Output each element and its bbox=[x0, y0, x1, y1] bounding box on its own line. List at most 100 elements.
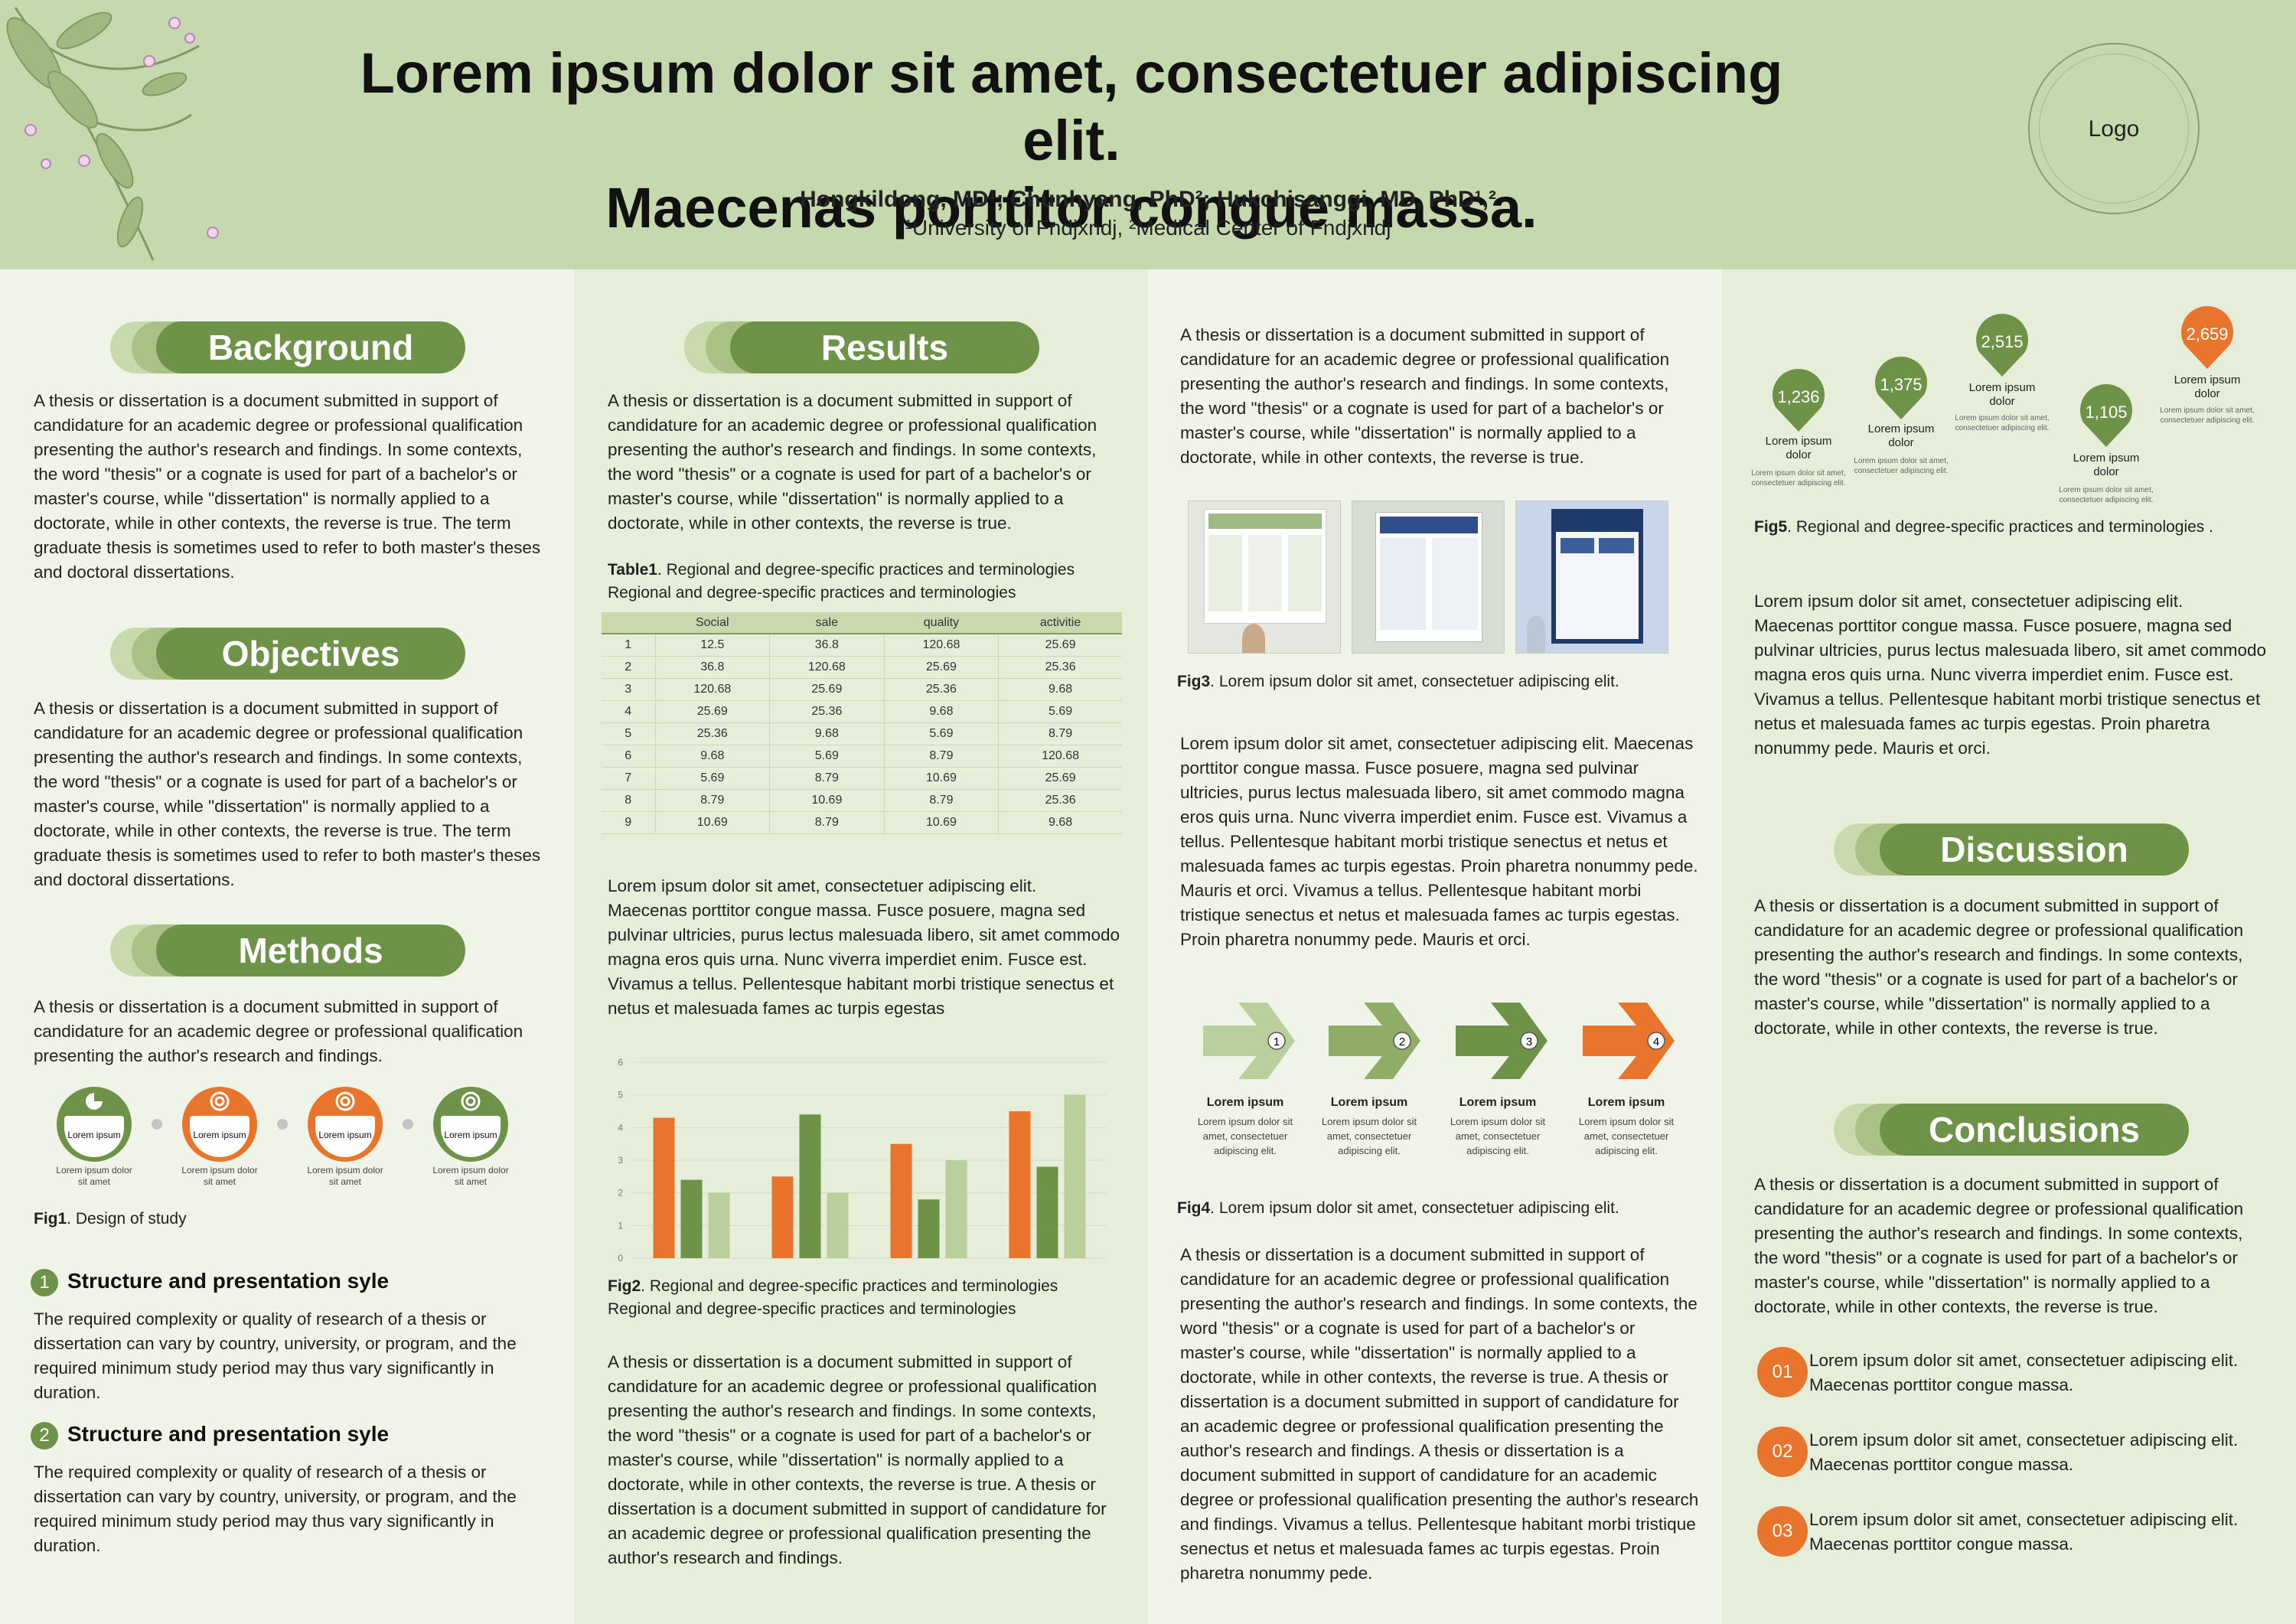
table-row-number: 5 bbox=[602, 722, 655, 745]
bubble-5-label: Lorem ipsum dolor bbox=[2174, 373, 2241, 400]
step-2-sub: Lorem ipsum dolor sit amet bbox=[181, 1165, 258, 1187]
table-cell: 9.68 bbox=[769, 722, 885, 745]
arrow-number: 1 bbox=[1274, 1035, 1280, 1048]
table-cell: 25.36 bbox=[654, 722, 770, 745]
fig3-caption: Fig3. Lorem ipsum dolor sit amet, consec… bbox=[1177, 673, 1619, 690]
background-text: A thesis or dissertation is a document s… bbox=[34, 391, 541, 582]
bar-cat4-series2 bbox=[1036, 1166, 1058, 1258]
table-cell: 120.68 bbox=[883, 634, 999, 657]
bubble-pin bbox=[2080, 384, 2132, 447]
conclusion-item-2-text: Lorem ipsum dolor sit amet, consectetuer… bbox=[1809, 1430, 2239, 1474]
conclusion-item-2-number: 02 bbox=[1757, 1427, 1808, 1477]
step-2-label: Lorem ipsum bbox=[193, 1130, 246, 1140]
table-cell: 25.69 bbox=[654, 700, 770, 723]
fig5-caption: Fig5. Regional and degree-specific pract… bbox=[1754, 518, 2213, 536]
step-4-label: Lorem ipsum bbox=[444, 1130, 497, 1140]
table-cell: 8.79 bbox=[883, 789, 999, 812]
col3-text-2: Lorem ipsum dolor sit amet, consectetuer… bbox=[1180, 734, 1698, 949]
fig4-caption: Fig4. Lorem ipsum dolor sit amet, consec… bbox=[1177, 1199, 1619, 1217]
background-heading: Background bbox=[110, 321, 465, 373]
step-connector-dot bbox=[277, 1119, 288, 1130]
arrow-shape bbox=[1329, 1003, 1420, 1079]
bar-cat1-series2 bbox=[680, 1179, 703, 1258]
structure-1-text: The required complexity or quality of re… bbox=[34, 1309, 517, 1402]
y-tick-label: 4 bbox=[618, 1122, 623, 1133]
step-3-sub: Lorem ipsum dolor sit amet bbox=[307, 1165, 383, 1187]
discussion-text: A thesis or dissertation is a document s… bbox=[1754, 896, 2244, 1038]
bubble-marker-5: 2,659 bbox=[2181, 306, 2233, 369]
column-3-bg bbox=[1148, 269, 1722, 1624]
arrow-1-label: Lorem ipsum bbox=[1206, 1096, 1284, 1109]
y-tick-label: 6 bbox=[618, 1057, 623, 1068]
table-row-number: 7 bbox=[602, 767, 655, 790]
bar-cat2-series3 bbox=[827, 1192, 849, 1258]
poster-thumbnail-2 bbox=[1352, 501, 1505, 654]
arrow-2-label: Lorem ipsum bbox=[1330, 1096, 1408, 1109]
table-cell: 10.69 bbox=[883, 767, 999, 790]
table-row-number: 9 bbox=[602, 811, 655, 834]
bubble-value: 1,375 bbox=[1880, 375, 1922, 394]
step-1-label: Lorem ipsum bbox=[67, 1130, 121, 1140]
arrow-number: 4 bbox=[1653, 1035, 1659, 1048]
results-heading: Results bbox=[684, 321, 1039, 373]
bubble-value: 1,236 bbox=[1777, 387, 1819, 406]
target-icon bbox=[461, 1091, 481, 1111]
column-4-bg bbox=[1722, 269, 2296, 1624]
table1-caption: Table1. Regional and degree-specific pra… bbox=[608, 561, 1075, 602]
table-cell: 8.79 bbox=[769, 811, 885, 834]
table-cell: 10.69 bbox=[883, 811, 999, 834]
bubble-3-label: Lorem ipsum dolor bbox=[1968, 381, 2036, 408]
step-4-sub: Lorem ipsum dolor sit amet bbox=[432, 1165, 509, 1187]
bubble-3-sub: Lorem ipsum dolor sit amet, consectetuer… bbox=[1955, 414, 2050, 432]
results-text: A thesis or dissertation is a document s… bbox=[608, 391, 1097, 533]
table-cell: 9.68 bbox=[654, 745, 770, 768]
logo-ring bbox=[2028, 43, 2200, 214]
arrow-1-sub: Lorem ipsum dolor sit amet, consectetuer… bbox=[1197, 1116, 1293, 1156]
arrow-number-circle bbox=[1647, 1032, 1665, 1050]
y-tick-label: 2 bbox=[618, 1188, 623, 1198]
arrow-3-sub: Lorem ipsum dolor sit amet, consectetuer… bbox=[1450, 1116, 1546, 1156]
bar-cat1-series1 bbox=[653, 1117, 675, 1258]
conclusions-text: A thesis or dissertation is a document s… bbox=[1754, 1175, 2244, 1316]
bubble-4-label: Lorem ipsum dolor bbox=[2073, 452, 2140, 478]
methods-text: A thesis or dissertation is a document s… bbox=[34, 997, 523, 1065]
affiliations: ¹University of Fndjxndj, ²Medical Center… bbox=[905, 216, 1391, 240]
results-text-3: A thesis or dissertation is a document s… bbox=[608, 1352, 1107, 1567]
table-cell: 10.69 bbox=[654, 811, 770, 834]
bubble-1-label: Lorem ipsum dolor bbox=[1765, 435, 1832, 461]
table-cell: 120.68 bbox=[769, 656, 885, 679]
process-arrow-3: 3 bbox=[1456, 1003, 1548, 1079]
bar-cat3-series1 bbox=[890, 1143, 912, 1258]
methods-heading: Methods bbox=[110, 925, 465, 977]
bubble-pin bbox=[1773, 369, 1825, 432]
bubble-pin bbox=[1875, 357, 1927, 419]
arrow-shape bbox=[1583, 1003, 1675, 1079]
y-tick-label: 5 bbox=[618, 1090, 623, 1101]
bubble-marker-1: 1,236 bbox=[1773, 369, 1825, 432]
bar-cat4-series1 bbox=[1009, 1111, 1031, 1258]
fig4-process-arrows: 1 2 3 4 bbox=[1203, 1003, 1675, 1079]
bar-cat2-series2 bbox=[799, 1114, 821, 1258]
step-3-label: Lorem ipsum bbox=[318, 1130, 372, 1140]
arrow-number-circle bbox=[1520, 1032, 1538, 1050]
logo-ring-inner bbox=[2039, 54, 2189, 204]
bar-cat3-series2 bbox=[918, 1199, 940, 1258]
arrow-number: 2 bbox=[1399, 1035, 1405, 1048]
bubble-value: 2,659 bbox=[2186, 324, 2228, 344]
table-cell: 5.69 bbox=[654, 767, 770, 790]
target-icon bbox=[335, 1091, 355, 1111]
structure-1-badge: 1 bbox=[31, 1269, 58, 1296]
structure-2-text: The required complexity or quality of re… bbox=[34, 1463, 517, 1555]
table-cell: 25.36 bbox=[883, 678, 999, 701]
table-cell: 25.36 bbox=[998, 656, 1122, 679]
col3-text-3: A thesis or dissertation is a document s… bbox=[1180, 1245, 1699, 1583]
arrow-number-circle bbox=[1393, 1032, 1411, 1050]
conclusion-item-3-text: Lorem ipsum dolor sit amet, consectetuer… bbox=[1809, 1510, 2239, 1554]
